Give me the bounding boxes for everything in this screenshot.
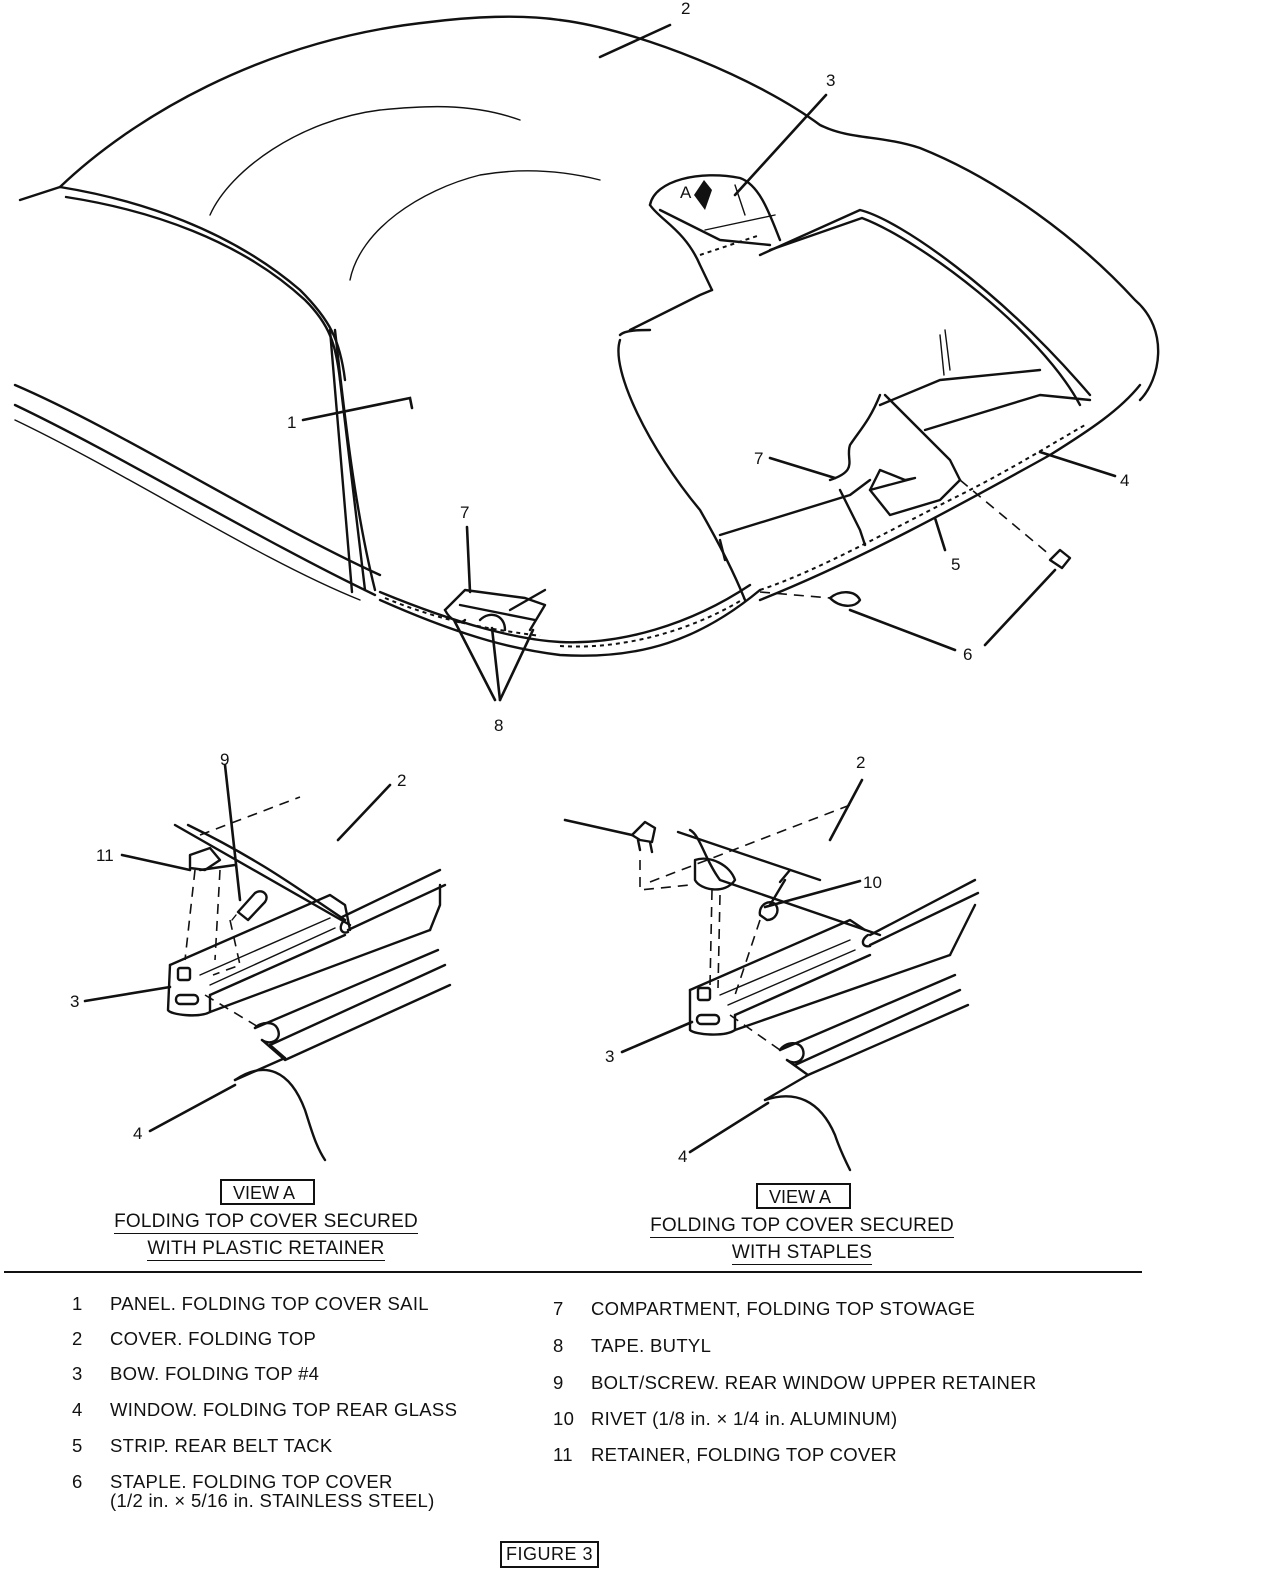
legend-text: STRIP. REAR BELT TACK [110, 1435, 333, 1456]
callout-8: 8 [494, 716, 503, 735]
callout-3: 3 [826, 71, 835, 90]
callout-A: A [680, 183, 692, 202]
callout-7-window: 7 [754, 449, 763, 468]
callout-7-compartment: 7 [460, 503, 469, 522]
legend-text: COVER. FOLDING TOP [110, 1328, 317, 1349]
legend-text: PANEL. FOLDING TOP COVER SAIL [110, 1293, 429, 1314]
left-view-box [220, 1179, 315, 1205]
right-callout-2: 2 [856, 753, 865, 772]
legend-num: 2 [72, 1328, 83, 1349]
callout-1: 1 [287, 413, 296, 432]
divider [4, 1271, 1142, 1273]
legend-text: RIVET (1/8 in. × 1/4 in. ALUMINUM) [591, 1408, 898, 1429]
left-callout-4: 4 [133, 1124, 142, 1143]
left-view-caption: FOLDING TOP COVER SECURED WITH PLASTIC R… [56, 1208, 476, 1262]
callout-4: 4 [1120, 471, 1129, 490]
right-detail-view [563, 778, 980, 1172]
right-callout-4: 4 [678, 1147, 687, 1166]
left-caption-line1: FOLDING TOP COVER SECURED [114, 1211, 418, 1234]
left-view-label: VIEW A [233, 1183, 295, 1203]
legend-text: RETAINER, FOLDING TOP COVER [591, 1444, 897, 1465]
left-callout-11: 11 [96, 846, 114, 865]
legend-text: BOW. FOLDING TOP #4 [110, 1363, 320, 1384]
right-view-label: VIEW A [769, 1187, 831, 1207]
left-callout-9: 9 [220, 750, 229, 769]
callout-2: 2 [681, 0, 690, 18]
right-caption-line2: WITH STAPLES [731, 1242, 873, 1265]
legend-num: 7 [553, 1298, 564, 1319]
legend-text: STAPLE. FOLDING TOP COVER [110, 1471, 393, 1492]
legend-num: 9 [553, 1372, 564, 1393]
left-detail-view [83, 763, 452, 1162]
left-callout-2: 2 [397, 771, 406, 790]
right-view-box [756, 1183, 851, 1209]
figure-label: FIGURE 3 [500, 1541, 600, 1568]
legend-text: WINDOW. FOLDING TOP REAR GLASS [110, 1399, 458, 1420]
legend-num: 3 [72, 1363, 83, 1384]
right-view-caption: FOLDING TOP COVER SECURED WITH STAPLES [592, 1212, 1012, 1266]
legend-num: 10 [553, 1408, 575, 1429]
legend-num: 4 [72, 1399, 83, 1420]
legend-num: 6 [72, 1471, 83, 1492]
legend-text: TAPE. BUTYL [591, 1335, 712, 1356]
callout-5: 5 [951, 555, 960, 574]
legend-num: 8 [553, 1335, 564, 1356]
main-top-illustration [13, 15, 1160, 702]
legend-num: 1 [72, 1293, 83, 1314]
left-caption-line2: WITH PLASTIC RETAINER [147, 1238, 385, 1261]
left-callout-3: 3 [70, 992, 79, 1011]
right-callout-10: 10 [863, 873, 882, 892]
right-callout-3: 3 [605, 1047, 614, 1066]
legend-text: BOLT/SCREW. REAR WINDOW UPPER RETAINER [591, 1372, 1037, 1393]
right-caption-line1: FOLDING TOP COVER SECURED [650, 1215, 954, 1238]
legend-text-extra: (1/2 in. × 5/16 in. STAINLESS STEEL) [110, 1490, 435, 1511]
legend-num: 11 [553, 1444, 573, 1465]
legend-num: 5 [72, 1435, 83, 1456]
callout-6: 6 [963, 645, 972, 664]
legend-text: COMPARTMENT, FOLDING TOP STOWAGE [591, 1298, 976, 1319]
